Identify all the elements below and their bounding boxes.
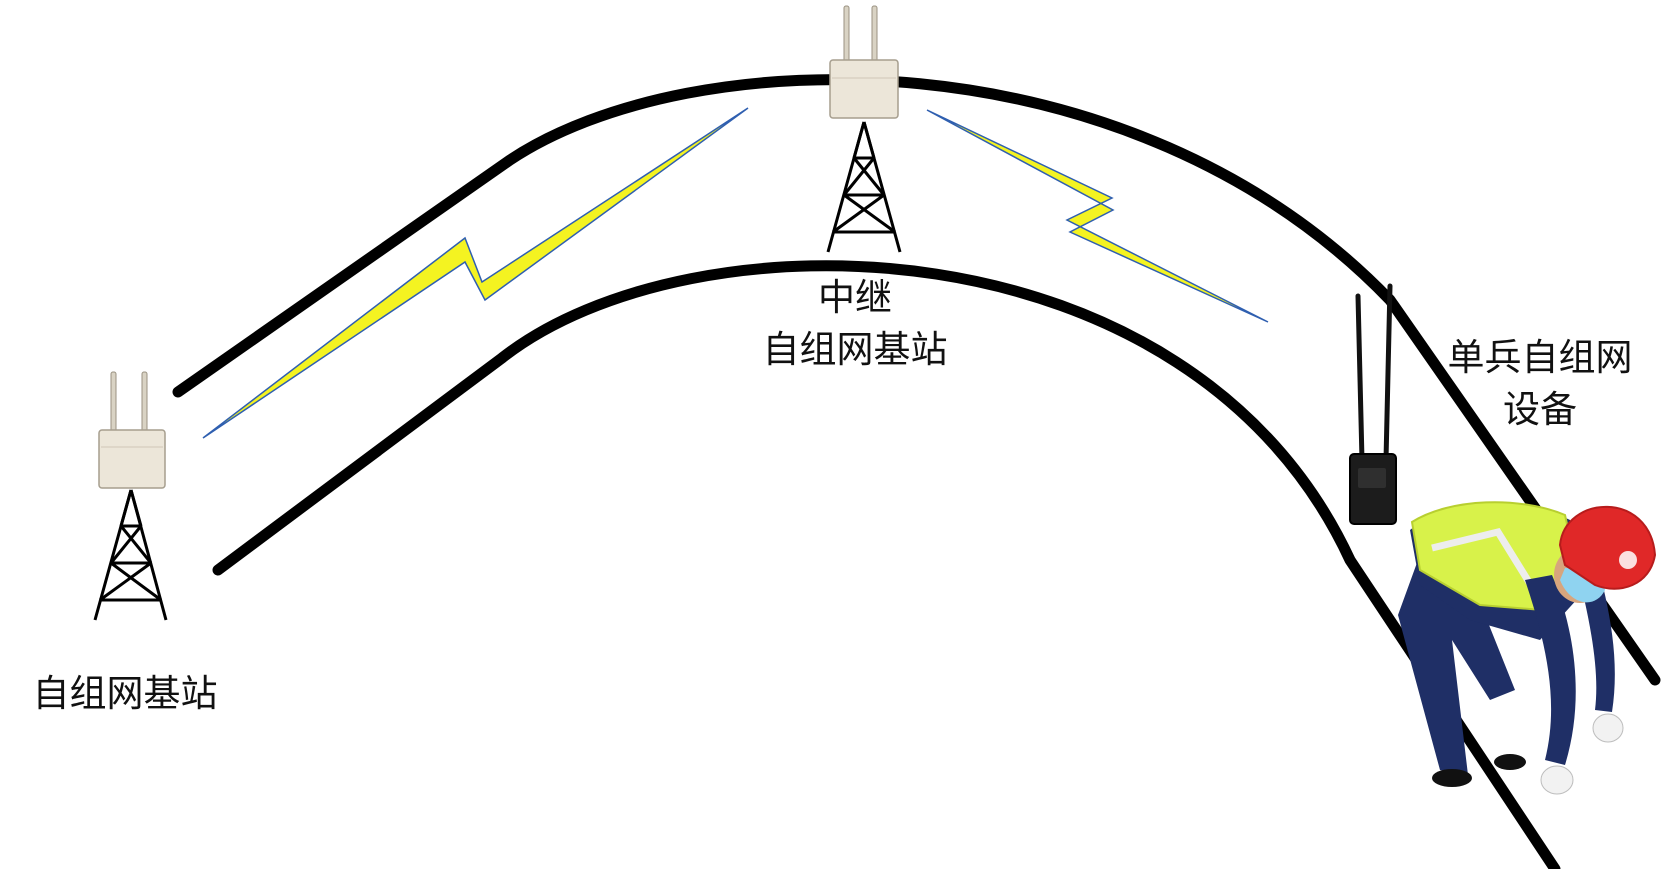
relay-station-label-line1: 中继 (818, 276, 892, 319)
relay-station-label: 中继 自组网基站 (740, 272, 970, 376)
tunnel-inner-wall (212, 260, 1561, 869)
tunnel-outer-wall (172, 74, 1661, 686)
base-station-label: 自组网基站 (20, 668, 230, 720)
base-station-icon (93, 371, 168, 621)
base-station-label-text: 自组网基站 (32, 672, 218, 715)
signal-bolt-left-icon (202, 107, 749, 439)
worker-icon (1398, 501, 1657, 795)
soldier-device-label-line1: 单兵自组网 (1447, 336, 1633, 379)
handheld-radio-icon (1349, 283, 1397, 525)
signal-bolt-right-icon (926, 109, 1269, 323)
relay-station-label-line2: 自组网基站 (762, 328, 948, 371)
soldier-device-label: 单兵自组网 设备 (1425, 332, 1655, 436)
soldier-device-label-line2: 设备 (1503, 388, 1577, 431)
relay-base-station-icon (826, 5, 902, 253)
